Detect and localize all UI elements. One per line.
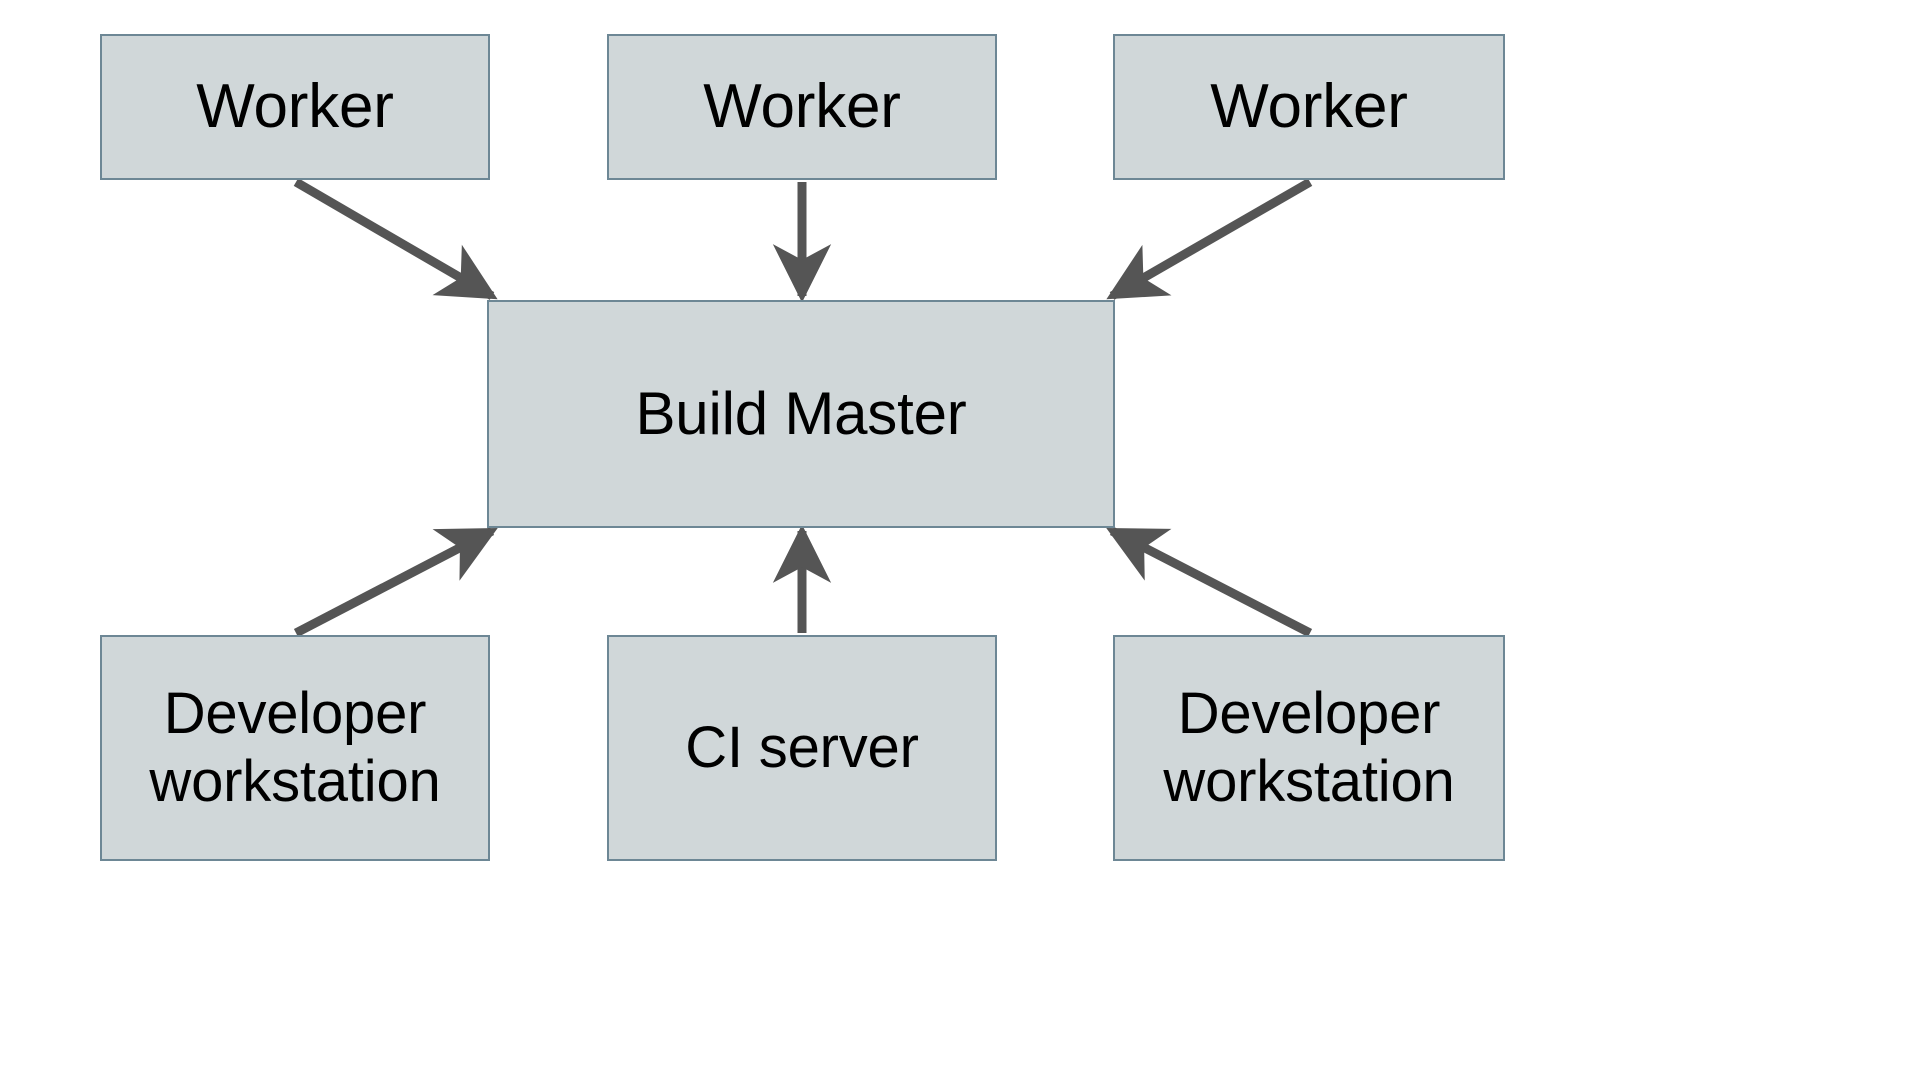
edge-worker-3-to-build-master: [1106, 178, 1313, 300]
node-developer-workstation-left-label: Developer workstation: [149, 680, 441, 814]
node-build-master-label: Build Master: [635, 379, 967, 447]
node-worker-2-label: Worker: [703, 72, 901, 142]
node-ci-server-label: CI server: [685, 714, 919, 780]
node-worker-3-label: Worker: [1210, 72, 1408, 142]
node-worker-3[interactable]: Worker: [1113, 34, 1505, 180]
node-developer-workstation-right[interactable]: Developer workstation: [1113, 635, 1505, 861]
edge-dev-workstation-1-to-build-master: [293, 527, 498, 637]
node-worker-1-label: Worker: [196, 72, 394, 142]
node-developer-workstation-left[interactable]: Developer workstation: [100, 635, 490, 861]
node-ci-server[interactable]: CI server: [607, 635, 997, 861]
edge-dev-workstation-2-to-build-master: [1106, 526, 1313, 638]
node-build-master[interactable]: Build Master: [487, 300, 1115, 528]
node-worker-2[interactable]: Worker: [607, 34, 997, 180]
node-worker-1[interactable]: Worker: [100, 34, 490, 180]
node-developer-workstation-right-label: Developer workstation: [1163, 680, 1455, 814]
edge-worker-1-to-build-master: [293, 178, 498, 300]
